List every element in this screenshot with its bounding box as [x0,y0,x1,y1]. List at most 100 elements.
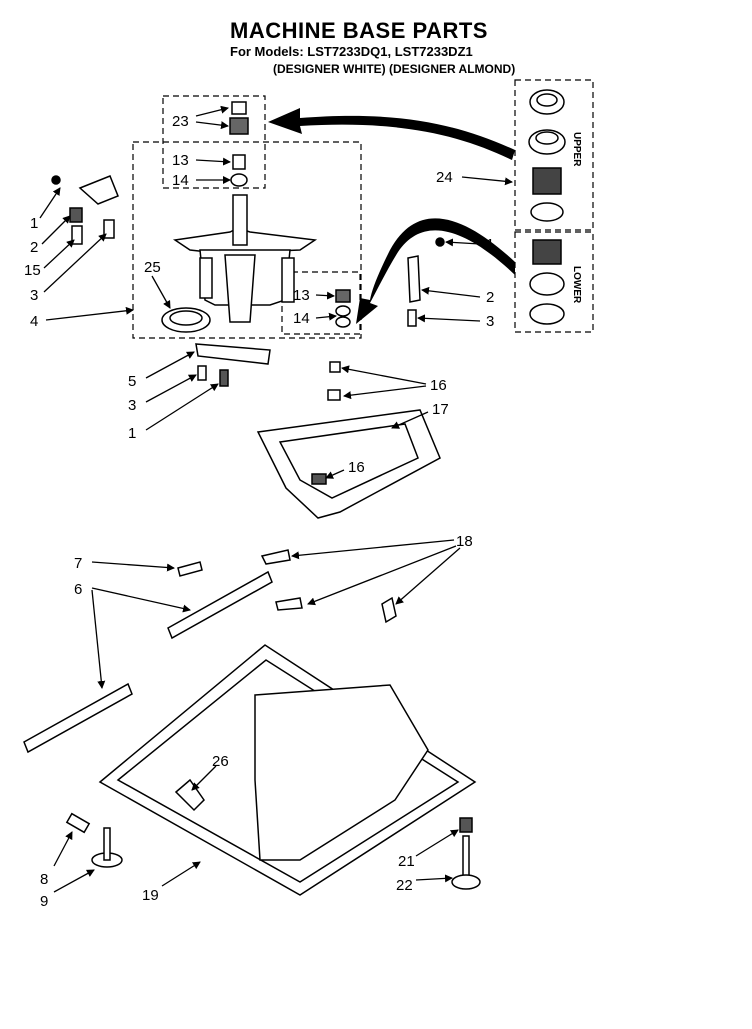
callout-13-right: 13 [293,287,310,304]
coupler-parts [229,101,351,328]
kit-ring-upper-icon [530,202,564,222]
bracket-right-icon [407,255,421,303]
leader-16a [341,365,427,385]
part-22-foot-icon [451,874,481,890]
part-15-spring-icon [71,225,83,245]
part-26-clip-icon [174,778,205,812]
callout-1-lower: 1 [128,425,136,442]
callout-4: 4 [30,313,38,330]
callout-7: 7 [74,555,82,572]
leader-7 [91,561,175,572]
part-18-clip-b-icon [275,597,303,611]
callout-3-right: 3 [486,313,494,330]
part-1-lower-screw-icon [219,369,229,387]
leader-16b [343,385,427,400]
right-small-parts [407,237,445,327]
leader-6a [91,587,191,613]
leader-9 [53,869,95,893]
callout-1-left: 1 [30,215,38,232]
kit-seal-1-icon [529,89,565,115]
leader-25 [151,275,171,309]
model-variants: (DESIGNER WHITE) (DESIGNER ALMOND) [273,62,516,76]
leader-17 [391,411,429,429]
upper-kit-arrow [268,108,515,160]
part-7-icon [177,561,203,577]
kit-pointer-arrows [268,108,515,324]
leader-19 [161,861,201,887]
callout-3-left: 3 [30,287,38,304]
kit-seal-3-icon [529,272,565,296]
callout-14-right: 14 [293,310,310,327]
part-3-spring-icon [103,219,115,239]
gearcase-leg-right-icon [281,257,295,303]
leader-22 [415,874,453,883]
leader-lines [39,105,513,893]
part-16-lower-icon [311,473,327,485]
left-small-parts [51,175,271,387]
tub-support-frame [256,361,441,519]
part-6-lower-rail-icon [23,682,133,754]
kit-gear-lower-icon [532,239,562,265]
tub-support-tower-icon [254,684,429,861]
part-2-left-icon [69,207,83,223]
leader-3c [145,374,197,403]
part-14-right-b-icon [335,316,351,328]
callout-16-upper: 16 [430,377,447,394]
gearcase-leg-left-icon [199,257,213,299]
leader-18c [395,547,461,605]
leader-26 [191,765,217,791]
leader-23b [195,121,229,130]
part-13-right-icon [335,289,351,303]
model-numbers: For Models: LST7233DQ1, LST7233DZ1 [230,44,473,59]
callout-2-left: 2 [30,239,38,256]
leader-16c [325,469,345,479]
leader-3a [43,233,107,293]
part-23-top-icon [231,101,247,115]
kit-gear-upper-icon [532,167,562,195]
lower-kit-arrow [356,218,515,324]
leader-13b [315,291,335,300]
leader-2a [41,215,71,245]
callout-8: 8 [40,871,48,888]
part-8-pad-icon [65,812,91,834]
box-kit-24 [514,79,594,231]
callout-1-right: 1 [486,236,494,253]
part-3-right-spring-icon [407,309,417,327]
part-1-right-screw-icon [435,237,445,247]
leader-18a [291,539,455,560]
leader-18b [307,545,457,606]
callout-15: 15 [24,262,41,279]
part-16-upper-icon [329,361,341,373]
part-21-nut-icon [459,817,473,833]
part-6-upper-rail-icon [167,570,273,640]
leader-23a [195,105,229,117]
leader-3b [417,314,481,323]
leader-1c [145,383,219,431]
leader-4 [45,306,134,321]
leader-5 [145,351,195,379]
kit-seal-2-icon [528,129,566,155]
upper-side-label: UPPER [571,132,582,167]
part-1-screw-icon [51,175,61,185]
part-14-right-a-icon [335,305,351,317]
leader-21 [415,829,459,857]
part-14-upper-icon [230,173,248,187]
callout-16-lower: 16 [348,459,365,476]
callout-3-lower: 3 [128,397,136,414]
lower-side-label: LOWER [571,266,582,304]
leader-24 [461,176,513,186]
part-5-bracket-icon [195,343,271,365]
part-25-ring-inner-icon [169,310,203,326]
callout-24: 24 [436,169,453,186]
kit-ring-lower-icon [529,303,565,325]
gearcase-shaft-icon [232,194,248,246]
callout-25: 25 [144,259,161,276]
leader-6b [91,589,106,689]
part-3-lower-spring-icon [197,365,207,381]
callout-9: 9 [40,893,48,910]
leader-1b [445,238,481,247]
leader-13a [195,157,231,166]
callout-17: 17 [432,401,449,418]
part-16-mid-icon [327,389,341,401]
